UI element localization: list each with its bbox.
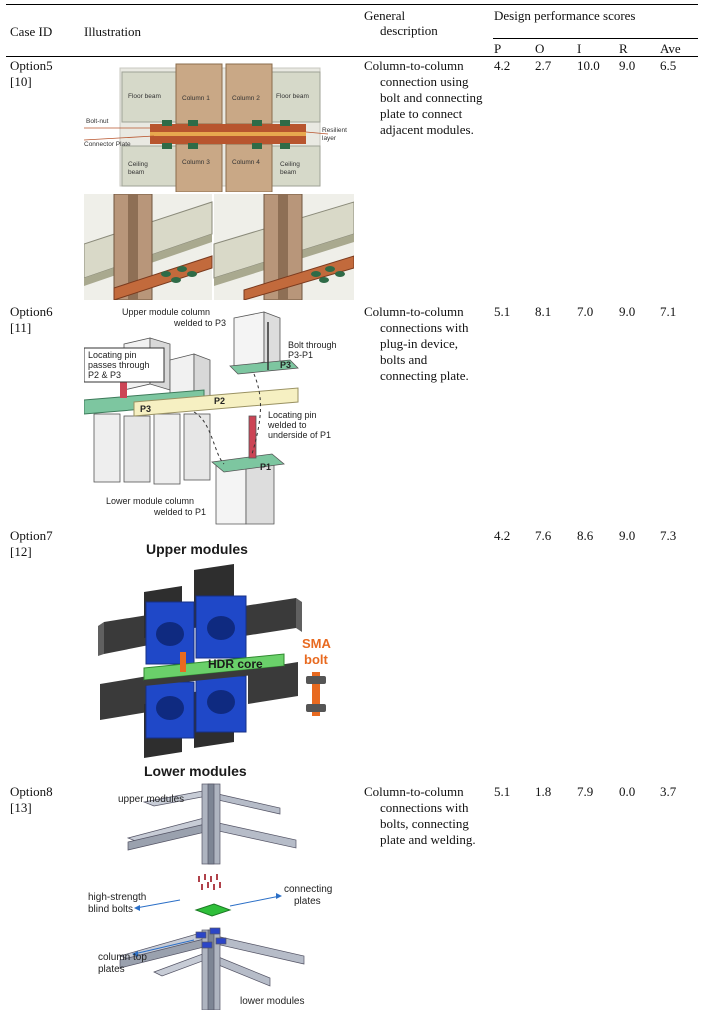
case-id: Option8: [10, 784, 53, 799]
header-general-1: General: [364, 8, 406, 23]
svg-text:Column 4: Column 4: [232, 159, 260, 166]
svg-text:upper modules: upper modules: [118, 794, 184, 805]
svg-text:Column 2: Column 2: [232, 95, 260, 102]
header-bottom-rule: [6, 56, 698, 57]
header-illustration: Illustration: [84, 24, 142, 39]
svg-text:plates: plates: [294, 896, 321, 907]
sma-bolt-illustration: Upper modules HDR core SMA bolt Lower m: [84, 536, 354, 782]
svg-text:P1: P1: [260, 462, 271, 472]
score-r: 9.0: [619, 58, 636, 73]
header-score-p: P: [494, 41, 502, 56]
svg-text:Upper modules: Upper modules: [146, 541, 248, 557]
score-o: 7.6: [535, 528, 552, 543]
score-p: 5.1: [494, 304, 511, 319]
score-r: 9.0: [619, 528, 636, 543]
svg-text:Resilient: Resilient: [322, 127, 347, 134]
case-id: Option6: [10, 304, 53, 319]
header-score-i: I: [577, 41, 582, 56]
svg-text:beam: beam: [280, 169, 296, 176]
score-o: 2.7: [535, 58, 552, 73]
svg-text:Locating pin: Locating pin: [268, 410, 317, 420]
svg-text:Bolt through: Bolt through: [288, 340, 337, 350]
svg-text:beam: beam: [128, 169, 144, 176]
svg-text:P3-P1: P3-P1: [288, 350, 313, 360]
score-i: 7.9: [577, 784, 594, 799]
3d-view-left: [84, 194, 213, 300]
svg-text:P3: P3: [140, 404, 151, 414]
plug-in-device-illustration: Upper module column welded to P3 Bolt th…: [84, 304, 354, 526]
svg-text:welded to: welded to: [267, 420, 307, 430]
case-id: Option5: [10, 58, 53, 73]
svg-text:layer: layer: [322, 135, 337, 142]
svg-text:P3: P3: [280, 360, 291, 370]
score-ave: 7.1: [660, 304, 677, 319]
svg-text:Column 1: Column 1: [182, 95, 210, 102]
header-score-ave: Ave: [660, 41, 681, 56]
svg-text:lower modules: lower modules: [240, 996, 304, 1007]
svg-text:P2: P2: [214, 396, 225, 406]
svg-text:underside of P1: underside of P1: [268, 430, 331, 440]
connection-3d-views-illustration: [84, 194, 354, 300]
svg-text:welded to P1: welded to P1: [153, 507, 206, 517]
score-p: 5.1: [494, 784, 511, 799]
header-case-id: Case ID: [10, 24, 53, 39]
svg-text:Ceiling: Ceiling: [128, 161, 148, 168]
svg-text:column top: column top: [98, 952, 147, 963]
svg-text:Floor beam: Floor beam: [128, 93, 161, 100]
svg-text:Connector Plate: Connector Plate: [84, 141, 131, 148]
svg-text:Lower module column: Lower module column: [106, 496, 194, 506]
svg-text:P2 & P3: P2 & P3: [88, 370, 121, 380]
svg-text:Bolt-nut: Bolt-nut: [86, 118, 109, 125]
blind-bolt-illustration: upper modules high-strength blind bolts …: [84, 782, 354, 1010]
score-o: 8.1: [535, 304, 552, 319]
case-ref: [11]: [10, 320, 32, 335]
svg-text:high-strength: high-strength: [88, 892, 146, 903]
case-id: Option7: [10, 528, 53, 543]
svg-text:passes through: passes through: [88, 360, 150, 370]
header-general-2: description: [380, 23, 438, 38]
svg-text:welded to P3: welded to P3: [173, 318, 226, 328]
case-ref: [12]: [10, 544, 32, 559]
score-i: 8.6: [577, 528, 594, 543]
svg-text:Ceiling: Ceiling: [280, 161, 300, 168]
score-r: 9.0: [619, 304, 636, 319]
svg-text:Floor beam: Floor beam: [276, 93, 309, 100]
score-ave: 7.3: [660, 528, 677, 543]
connection-elevation-illustration: Floor beam Column 1 Column 2 Floor beam …: [84, 62, 354, 192]
svg-text:Lower modules: Lower modules: [144, 763, 247, 779]
general-description: Column-to-column connections with bolts,…: [364, 784, 476, 847]
score-i: 7.0: [577, 304, 594, 319]
3d-view-right: [213, 194, 354, 300]
header-design-scores: Design performance scores: [494, 8, 636, 23]
svg-text:plates: plates: [98, 964, 125, 975]
score-ave: 3.7: [660, 784, 677, 799]
svg-text:SMA: SMA: [302, 636, 332, 651]
svg-text:Column 3: Column 3: [182, 159, 210, 166]
table-top-rule: [6, 4, 698, 5]
case-ref: [13]: [10, 800, 32, 815]
score-ave: 6.5: [660, 58, 677, 73]
score-o: 1.8: [535, 784, 552, 799]
svg-text:Upper module column: Upper module column: [122, 307, 210, 317]
score-r: 0.0: [619, 784, 636, 799]
svg-text:Locating pin: Locating pin: [88, 350, 137, 360]
svg-text:blind bolts: blind bolts: [88, 904, 133, 915]
score-p: 4.2: [494, 58, 511, 73]
header-sub-rule: [493, 38, 698, 39]
svg-text:bolt: bolt: [304, 652, 328, 667]
header-score-o: O: [535, 41, 545, 56]
svg-text:connecting: connecting: [284, 884, 332, 895]
general-description: Column-to-column connections with plug-i…: [364, 304, 469, 383]
score-p: 4.2: [494, 528, 511, 543]
score-i: 10.0: [577, 58, 600, 73]
svg-text:HDR core: HDR core: [208, 657, 263, 671]
general-description: Column-to-column connection using bolt a…: [364, 58, 483, 137]
case-ref: [10]: [10, 74, 32, 89]
header-score-r: R: [619, 41, 628, 56]
